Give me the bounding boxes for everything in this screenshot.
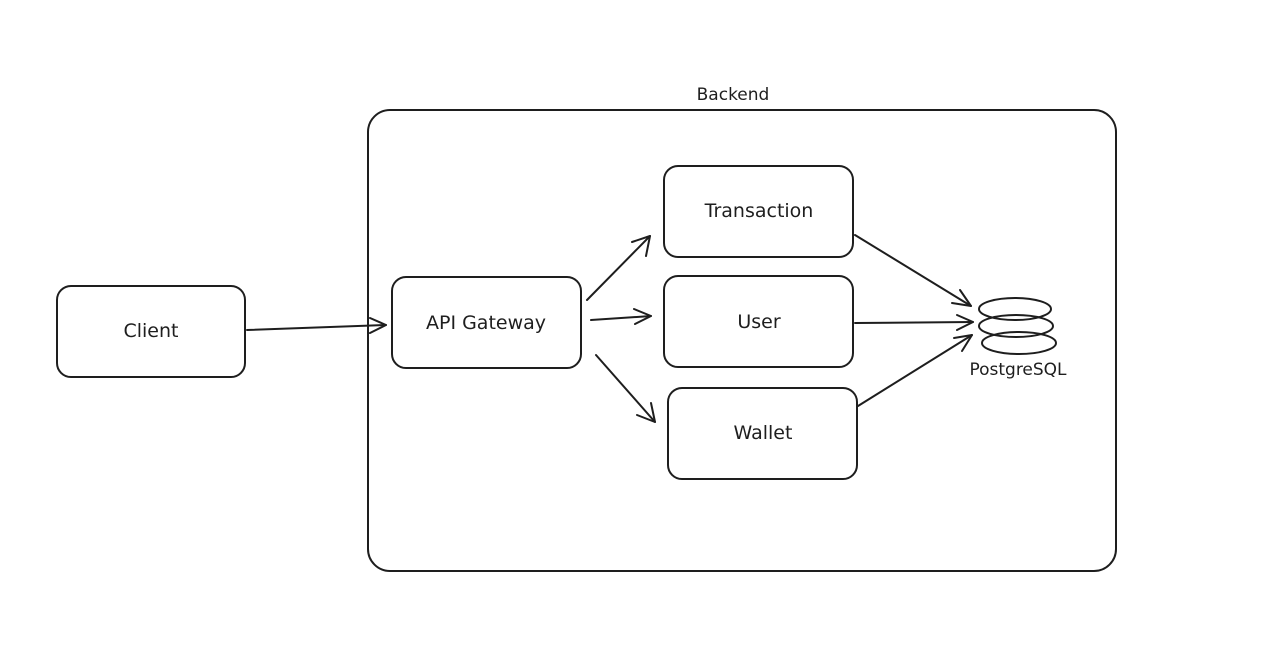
api-gateway-node[interactable]: API Gateway — [391, 276, 582, 369]
postgresql-node-label: PostgreSQL — [969, 360, 1067, 380]
client-node[interactable]: Client — [56, 285, 246, 378]
postgresql-node[interactable]: PostgreSQL — [969, 297, 1067, 380]
edge-transaction-to-postgresql — [854, 234, 972, 307]
user-node-label: User — [737, 311, 780, 333]
client-node-label: Client — [123, 320, 178, 342]
database-icon — [978, 297, 1057, 355]
user-node[interactable]: User — [663, 275, 854, 368]
edge-user-to-postgresql — [854, 314, 974, 331]
wallet-node[interactable]: Wallet — [667, 387, 858, 480]
edge-client-to-gateway — [246, 317, 387, 334]
wallet-node-label: Wallet — [734, 422, 793, 444]
api-gateway-node-label: API Gateway — [426, 312, 546, 334]
backend-group-label: Backend — [697, 85, 770, 105]
edge-gateway-to-user — [590, 308, 652, 325]
edge-wallet-to-postgresql — [857, 334, 973, 407]
transaction-node-label: Transaction — [704, 200, 814, 222]
edge-gateway-to-wallet — [595, 354, 656, 423]
transaction-node[interactable]: Transaction — [663, 165, 854, 258]
edge-gateway-to-transaction — [586, 235, 651, 301]
